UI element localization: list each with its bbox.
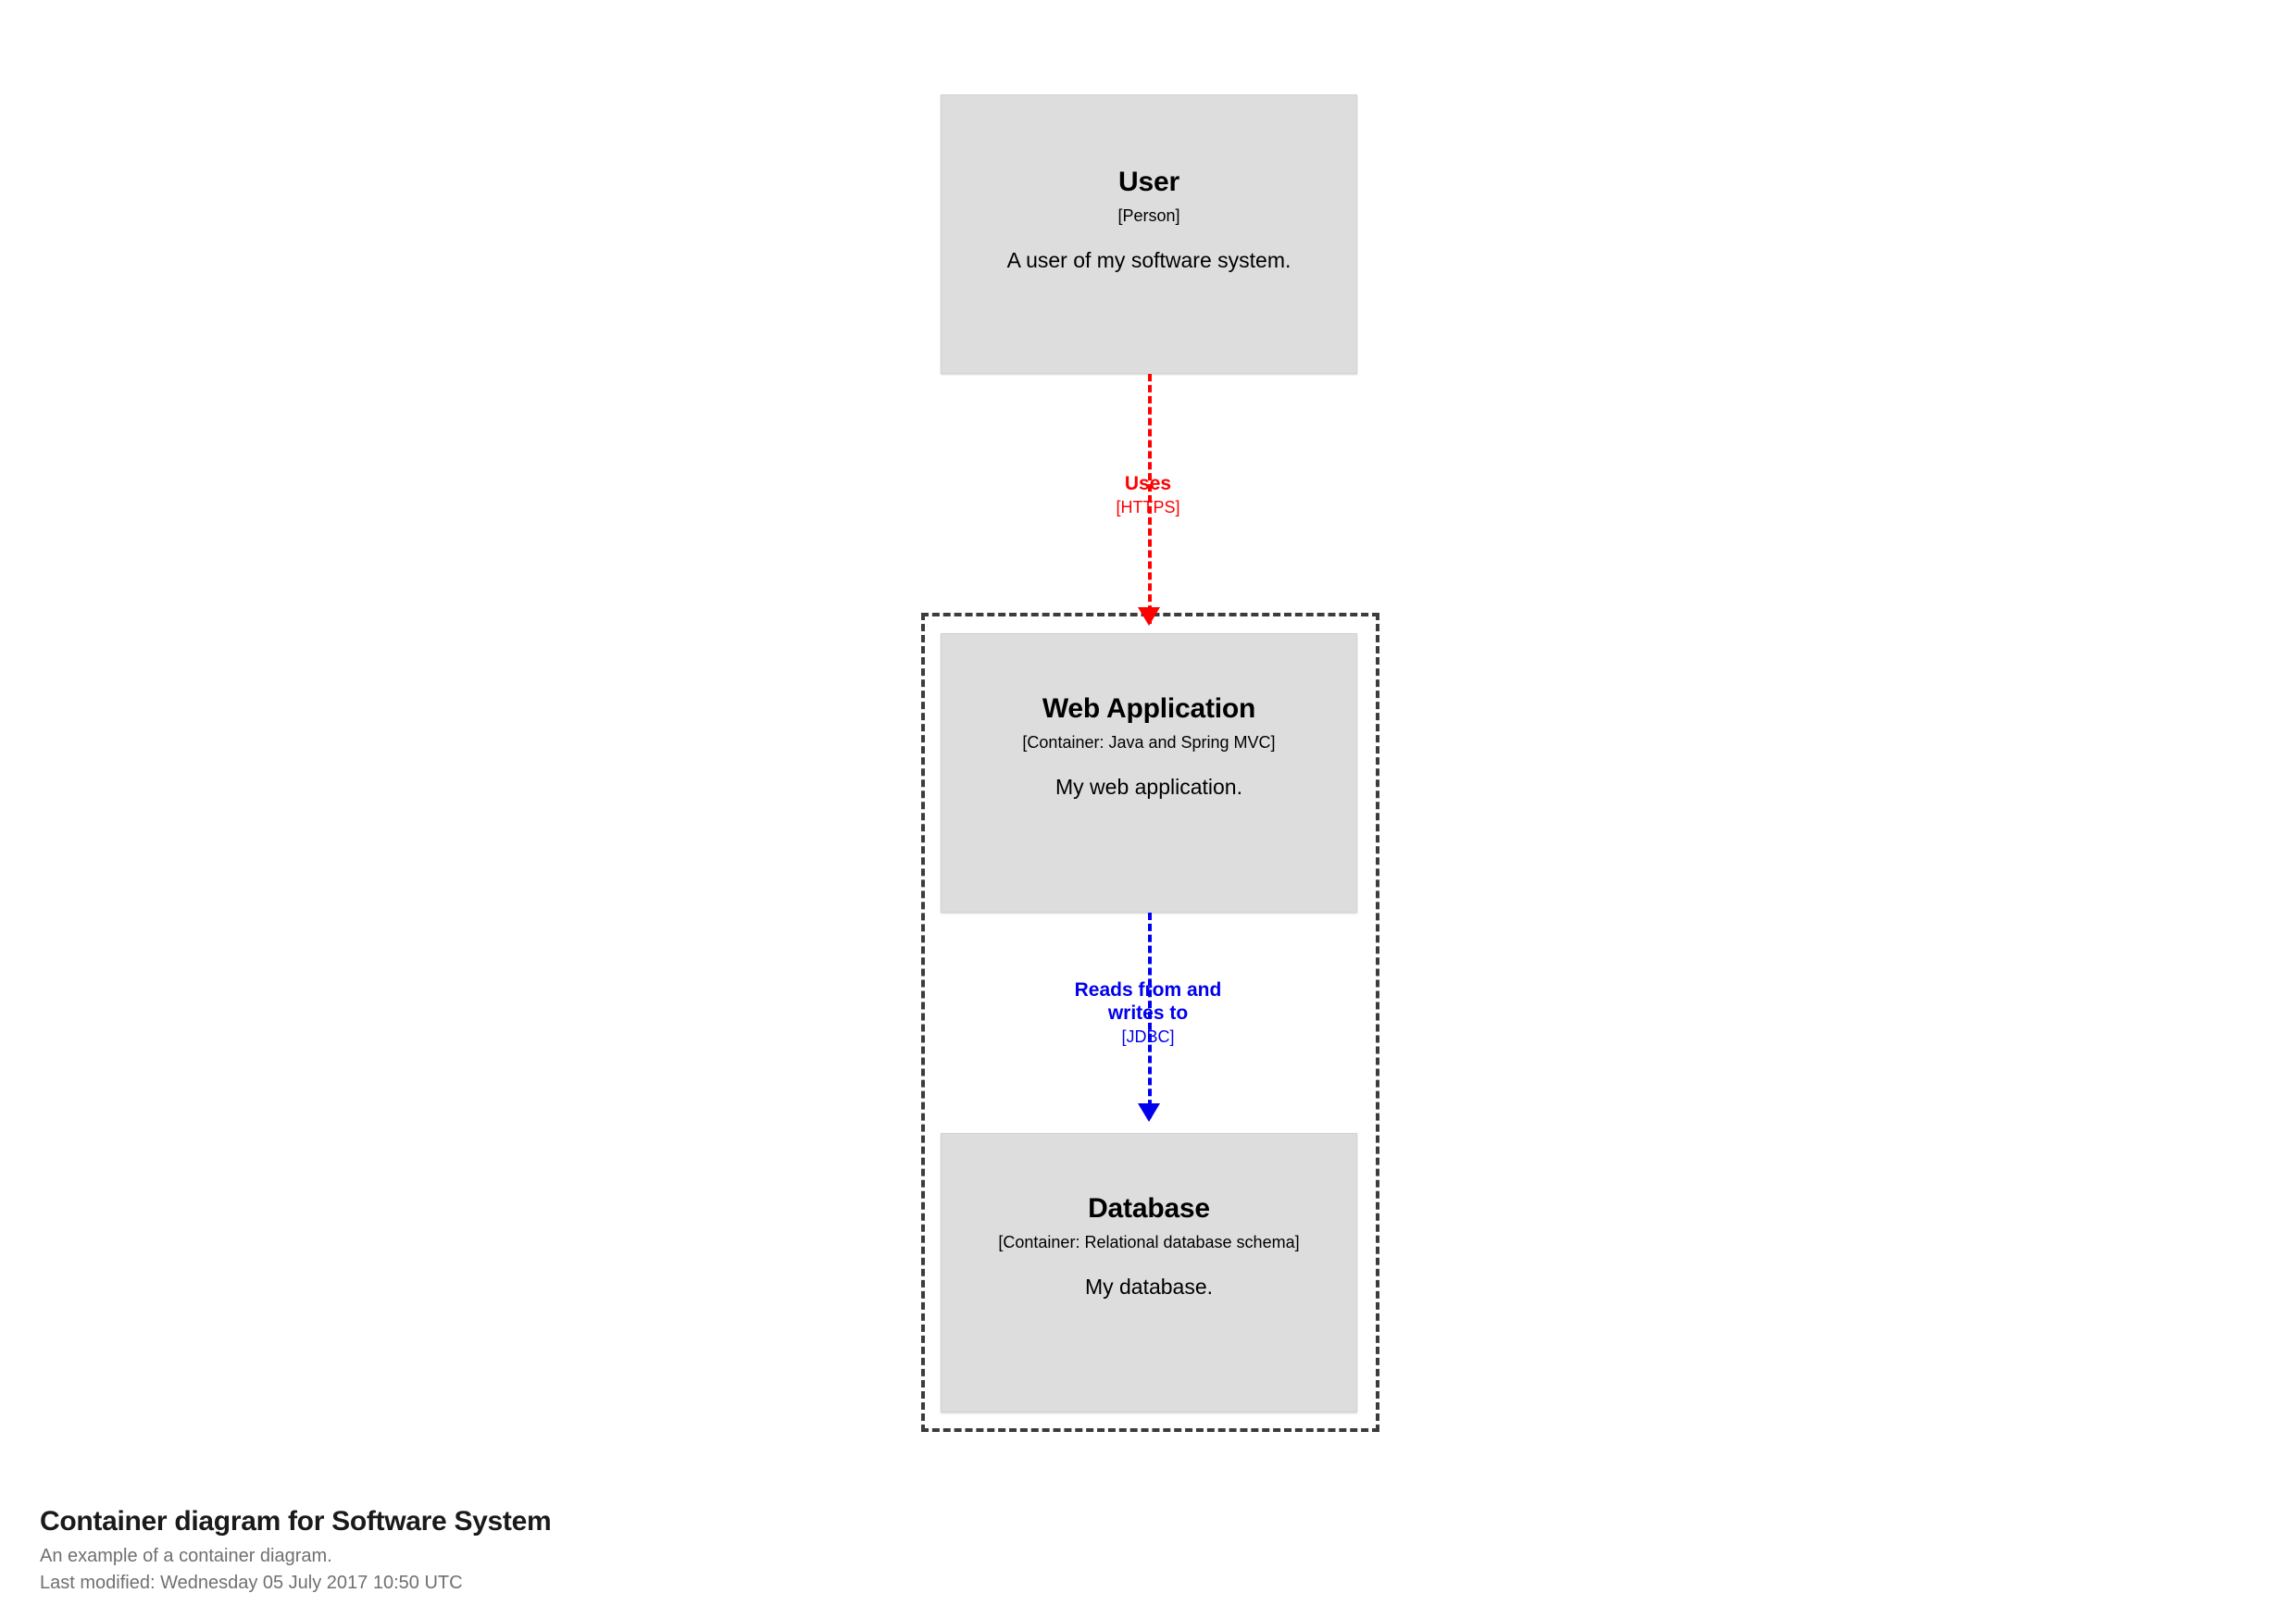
node-web-application-description: My web application.: [1055, 774, 1242, 799]
node-user-tech: [Person]: [1117, 206, 1180, 225]
node-database-description: My database.: [1084, 1274, 1214, 1299]
node-user-description: A user of my software system.: [1006, 247, 1292, 272]
caption-title: Container diagram for Software System: [40, 1506, 552, 1537]
node-user-title: User: [1118, 167, 1179, 197]
relationship-label-webapp-reads-writes-database: Reads from and writes to [JDBC]: [1009, 978, 1287, 1048]
node-web-application-tech: [Container: Java and Spring MVC]: [1022, 733, 1276, 752]
node-database[interactable]: Database [Container: Relational database…: [941, 1133, 1357, 1413]
caption-last-modified: Last modified: Wednesday 05 July 2017 10…: [40, 1572, 463, 1593]
node-web-application-title: Web Application: [1042, 693, 1256, 724]
relationship-line-user-uses-webapp: [1148, 374, 1152, 624]
relationship-arrowhead-webapp-reads-writes-database: [1138, 1103, 1160, 1122]
relationship-technology-jdbc: [JDBC]: [1121, 1027, 1175, 1047]
relationship-description-writes-to: writes to: [1107, 1002, 1189, 1025]
node-web-application[interactable]: Web Application [Container: Java and Spr…: [941, 633, 1357, 913]
relationship-arrowhead-user-uses-webapp: [1138, 607, 1160, 626]
relationship-label-user-uses-webapp: Uses [HTTPS]: [1009, 472, 1287, 518]
relationship-line-webapp-reads-writes-database: [1148, 913, 1152, 1118]
relationship-description-uses: Uses: [1124, 473, 1172, 494]
relationship-description-reads-from-and: Reads from and: [1074, 979, 1222, 1001]
relationship-technology-https: [HTTPS]: [1116, 498, 1180, 517]
caption-subtitle: An example of a container diagram.: [40, 1545, 332, 1566]
node-database-tech: [Container: Relational database schema]: [998, 1233, 1300, 1251]
node-user[interactable]: User [Person] A user of my software syst…: [941, 94, 1357, 374]
diagram-canvas: User [Person] A user of my software syst…: [921, 94, 1379, 1432]
node-database-title: Database: [1088, 1193, 1210, 1224]
diagram-caption: Container diagram for Software System An…: [40, 1504, 1336, 1597]
